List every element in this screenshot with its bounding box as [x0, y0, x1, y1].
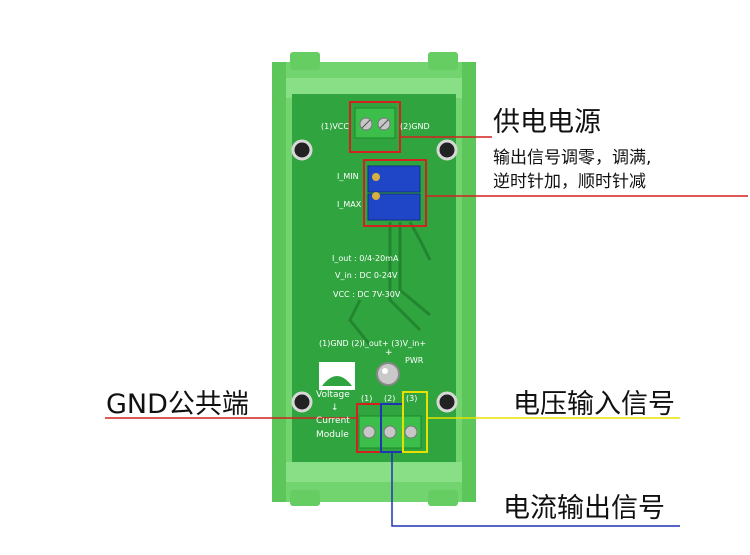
- module-line-3: Module: [316, 430, 349, 440]
- pins-row-label: (1)GND (2)I_out+ (3)V_in+: [319, 339, 427, 348]
- terminal-3-label: (3): [406, 394, 418, 403]
- mount-hole-icon: [436, 139, 458, 161]
- current-leader-line: [391, 452, 680, 527]
- adjust-callout-line-2: 逆时针加，顺时针减: [493, 172, 646, 192]
- module-line-2: Current: [316, 416, 350, 426]
- voltage-input-callout: 电压输入信号: [513, 389, 675, 420]
- power-highlight-box: [349, 101, 401, 153]
- i-min-label: I_MIN: [337, 172, 359, 181]
- spec-vcc: VCC : DC 7V-30V: [333, 290, 401, 299]
- adjust-callout-line-1: 输出信号调零，调满,: [493, 148, 652, 168]
- vcc-pin-label: (1)VCC: [321, 122, 349, 131]
- current-output-callout: 电流输出信号: [503, 493, 665, 524]
- module-line-1: Voltage: [316, 390, 350, 400]
- pwr-led-icon: [376, 362, 400, 386]
- plus-label: +: [385, 348, 393, 358]
- terminal-1-label: (1): [361, 394, 373, 403]
- power-callout: 供电电源: [493, 107, 601, 138]
- gnd-pin-label: (2)GND: [400, 122, 430, 131]
- pwr-label: PWR: [405, 356, 424, 365]
- mount-hole-icon: [436, 391, 458, 413]
- module-arrow: ↓: [331, 403, 339, 413]
- gnd-callout: GND公共端: [106, 389, 249, 420]
- i-max-label: I_MAX: [337, 200, 362, 209]
- spec-iout: I_out : 0/4-20mA: [332, 254, 399, 263]
- pot-highlight-box: [363, 159, 427, 227]
- mount-hole-icon: [291, 391, 313, 413]
- mount-hole-icon: [291, 139, 313, 161]
- pcb-board: [292, 94, 456, 462]
- terminal-2-label: (2): [384, 394, 396, 403]
- spec-vin: V_in : DC 0-24V: [335, 271, 398, 280]
- voltage-highlight-box: [402, 391, 428, 453]
